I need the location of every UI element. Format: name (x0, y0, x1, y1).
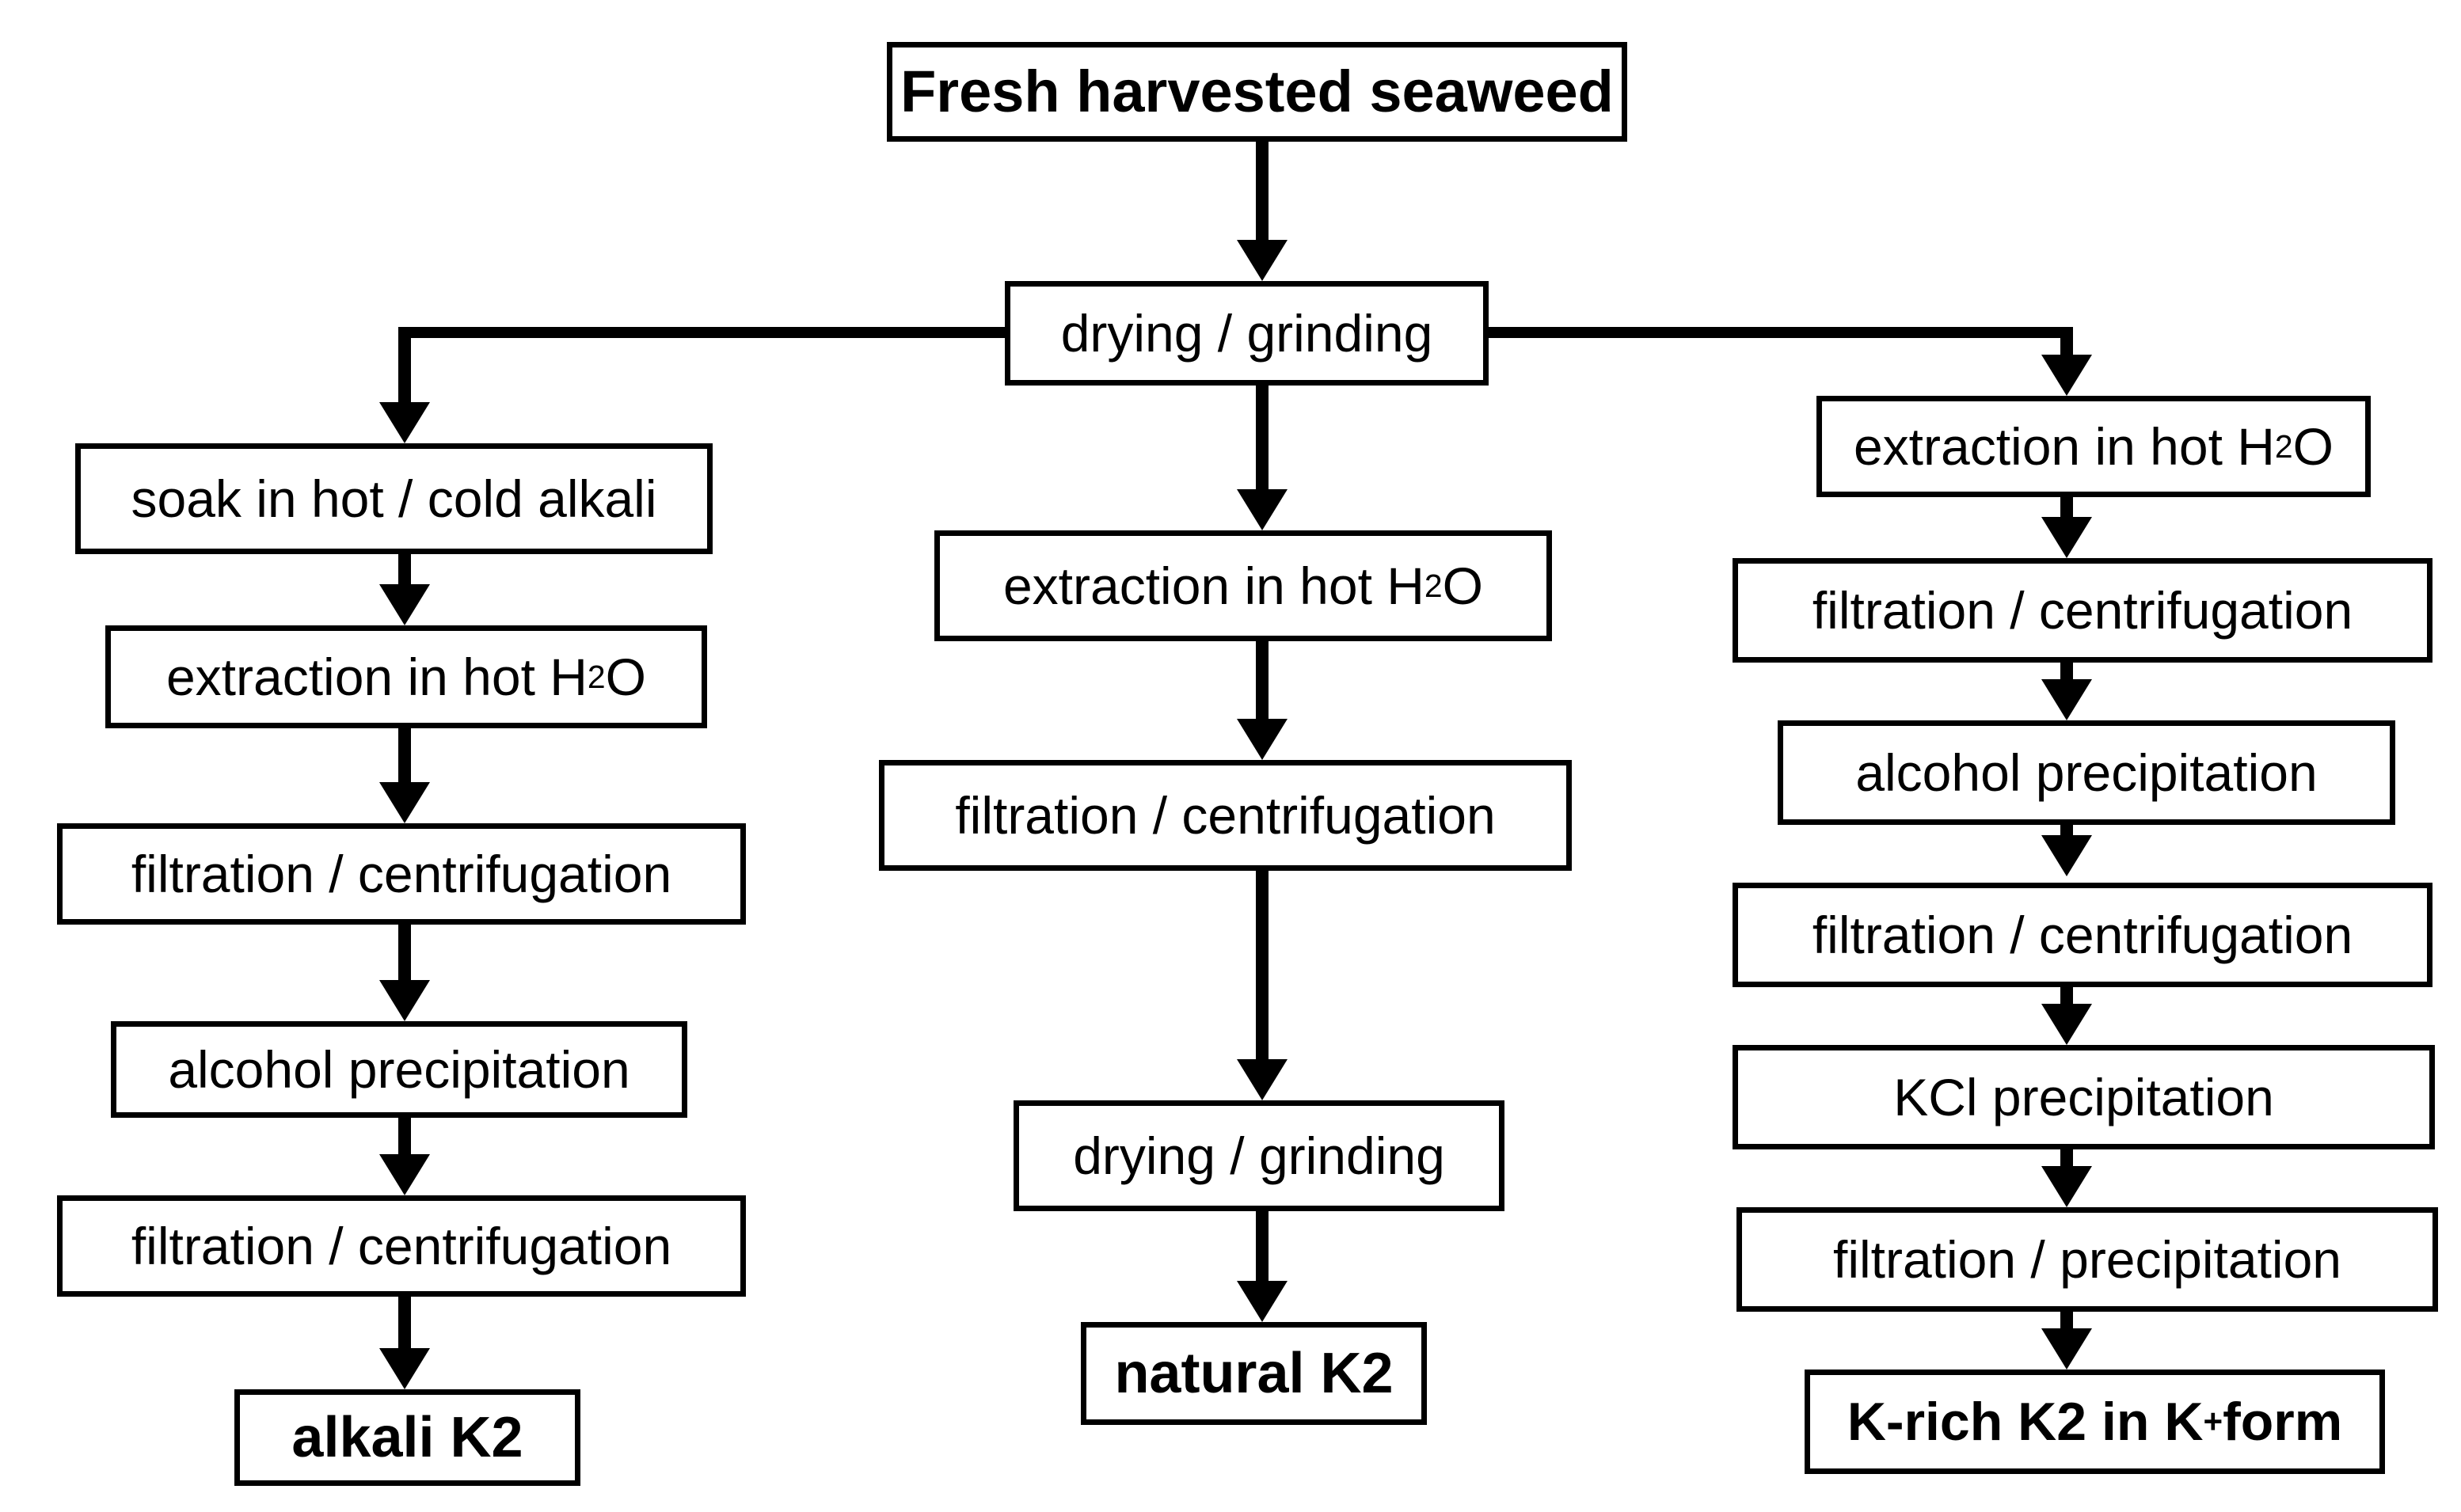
arrow-left-2-3 (398, 728, 411, 782)
arrow-center-2-3 (1256, 871, 1269, 1059)
arrow-left-4-5 (398, 1118, 411, 1154)
node-filtration-centrifugation-left-2: filtration / centrifugation (57, 1195, 746, 1297)
arrow-left-1-2 (398, 554, 411, 584)
arrow-right-2-3 (2060, 663, 2073, 679)
node-natural-k2: natural K2 (1081, 1322, 1427, 1425)
node-fresh-harvested-seaweed: Fresh harvested seaweed (887, 42, 1627, 142)
arrow-right-4-5 (2060, 987, 2073, 1004)
node-filtration-centrifugation-center: filtration / centrifugation (879, 760, 1572, 871)
node-filtration-precipitation: filtration / precipitation (1736, 1207, 2438, 1312)
arrow-right-1-2 (2060, 497, 2073, 517)
node-alkali-k2: alkali K2 (234, 1389, 580, 1486)
node-drying-grinding-1: drying / grinding (1005, 281, 1489, 386)
arrow-left-5-6 (398, 1297, 411, 1348)
arrow-right-5-6 (2060, 1149, 2073, 1166)
arrow-right-6-7 (2060, 1312, 2073, 1328)
node-alcohol-precipitation-left: alcohol precipitation (111, 1021, 687, 1118)
node-alcohol-precipitation-right: alcohol precipitation (1778, 720, 2395, 825)
arrow-center-3-4 (1256, 1211, 1269, 1281)
arrow-center-1-2 (1256, 641, 1269, 719)
arrow-right-3-4 (2060, 825, 2073, 835)
arrow-branch-drop-left (398, 327, 411, 402)
node-k-rich-k2: K-rich K2 in K+ form (1805, 1370, 2385, 1474)
arrow-drying-to-center-1 (1256, 386, 1269, 489)
arrow-left-3-4 (398, 925, 411, 980)
node-soak-alkali: soak in hot / cold alkali (75, 443, 713, 554)
node-filtration-centrifugation-left-1: filtration / centrifugation (57, 823, 746, 925)
arrow-source-to-drying (1256, 142, 1269, 240)
node-filtration-centrifugation-right-1: filtration / centrifugation (1733, 558, 2432, 663)
node-kcl-precipitation: KCl precipitation (1733, 1045, 2435, 1149)
node-filtration-centrifugation-right-2: filtration / centrifugation (1733, 883, 2432, 987)
node-drying-grinding-2: drying / grinding (1014, 1100, 1504, 1211)
arrow-branch-drop-right (2060, 327, 2073, 355)
